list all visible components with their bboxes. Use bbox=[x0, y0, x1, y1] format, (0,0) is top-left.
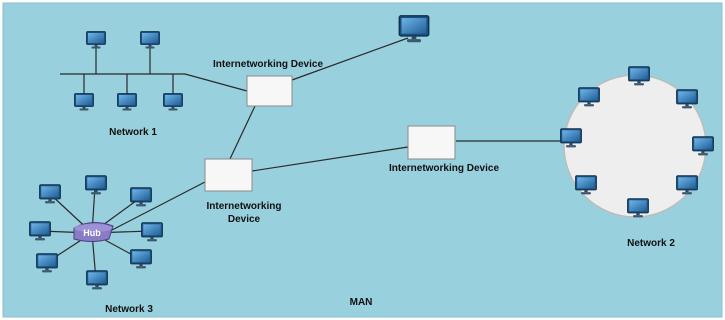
device-left-label-line2: Device bbox=[228, 214, 261, 225]
link-device-left-device-right bbox=[251, 146, 409, 172]
network-3-label: Network 3 bbox=[105, 304, 153, 315]
link-hub-device-left bbox=[111, 181, 206, 231]
internetworking-device-top bbox=[246, 75, 293, 107]
link-device-top-device-left bbox=[228, 105, 256, 162]
link-network1-device-top bbox=[184, 73, 248, 92]
device-left-label-line1: Internetworking bbox=[206, 201, 281, 212]
diagram-title: MAN bbox=[350, 297, 373, 308]
device-right-label: Internetworking Device bbox=[389, 163, 499, 174]
hub-icon bbox=[73, 222, 114, 242]
device-top-label: Internetworking Device bbox=[213, 59, 323, 70]
network-1-label: Network 1 bbox=[109, 127, 157, 138]
link-device-top-computer bbox=[291, 37, 409, 81]
internetworking-device-left bbox=[204, 158, 253, 192]
internetworking-device-right bbox=[407, 125, 456, 160]
network-2-label: Network 2 bbox=[627, 238, 675, 249]
hub-label: Hub bbox=[83, 228, 101, 238]
